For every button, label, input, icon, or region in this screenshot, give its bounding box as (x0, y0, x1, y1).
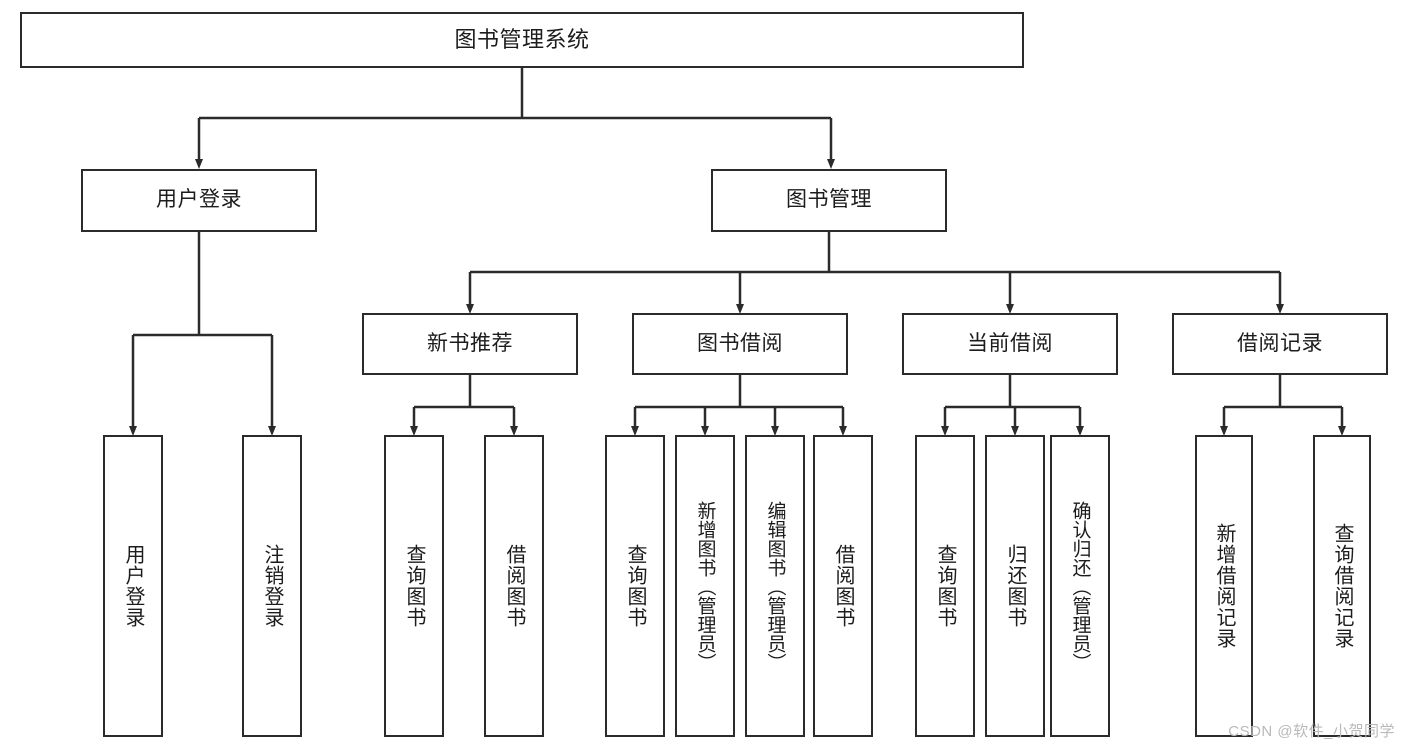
node-label: 用户登录 (122, 544, 144, 628)
node-label: 新增借阅记录 (1213, 523, 1235, 649)
node-leaf-user-login[interactable]: 用户登录 (103, 435, 163, 737)
node-book-management[interactable]: 图书管理 (711, 169, 947, 232)
node-label: 确认归还（管理员） (1069, 500, 1091, 672)
node-label: 借阅图书 (503, 544, 525, 628)
node-leaf-logout[interactable]: 注销登录 (242, 435, 302, 737)
node-label: 借阅记录 (1237, 331, 1323, 355)
node-leaf-borrow-book[interactable]: 借阅图书 (813, 435, 873, 737)
watermark: CSDN @软件_小贺同学 (1228, 723, 1395, 740)
node-user-login[interactable]: 用户登录 (81, 169, 317, 232)
node-label: 归还图书 (1004, 544, 1026, 628)
node-leaf-edit-book-admin[interactable]: 编辑图书（管理员） (745, 435, 805, 737)
node-leaf-confirm-return-admin[interactable]: 确认归还（管理员） (1050, 435, 1110, 737)
node-label: 查询图书 (624, 544, 646, 628)
node-label: 编辑图书（管理员） (764, 500, 786, 672)
node-label: 当前借阅 (967, 331, 1053, 355)
node-label: 借阅图书 (832, 544, 854, 628)
node-label: 查询借阅记录 (1331, 523, 1353, 649)
node-label: 注销登录 (261, 544, 283, 628)
node-current-borrow[interactable]: 当前借阅 (902, 313, 1118, 375)
node-label: 新书推荐 (427, 331, 513, 355)
node-leaf-query-book-current[interactable]: 查询图书 (915, 435, 975, 737)
node-leaf-add-book-admin[interactable]: 新增图书（管理员） (675, 435, 735, 737)
node-root-book-management-system[interactable]: 图书管理系统 (20, 12, 1024, 68)
node-leaf-borrow-book-new[interactable]: 借阅图书 (484, 435, 544, 737)
node-label: 图书管理系统 (454, 27, 590, 53)
node-new-book-recommend[interactable]: 新书推荐 (362, 313, 578, 375)
node-leaf-query-book-new[interactable]: 查询图书 (384, 435, 444, 737)
node-borrow-record[interactable]: 借阅记录 (1172, 313, 1388, 375)
node-label: 查询图书 (934, 544, 956, 628)
node-leaf-query-book[interactable]: 查询图书 (605, 435, 665, 737)
node-label: 用户登录 (156, 188, 242, 212)
node-leaf-query-borrow-record[interactable]: 查询借阅记录 (1313, 435, 1371, 737)
node-book-borrow[interactable]: 图书借阅 (632, 313, 848, 375)
node-label: 图书借阅 (697, 331, 783, 355)
node-leaf-return-book[interactable]: 归还图书 (985, 435, 1045, 737)
node-label: 查询图书 (403, 544, 425, 628)
node-label: 图书管理 (786, 188, 872, 212)
node-label: 新增图书（管理员） (694, 500, 716, 672)
node-leaf-add-borrow-record[interactable]: 新增借阅记录 (1195, 435, 1253, 737)
